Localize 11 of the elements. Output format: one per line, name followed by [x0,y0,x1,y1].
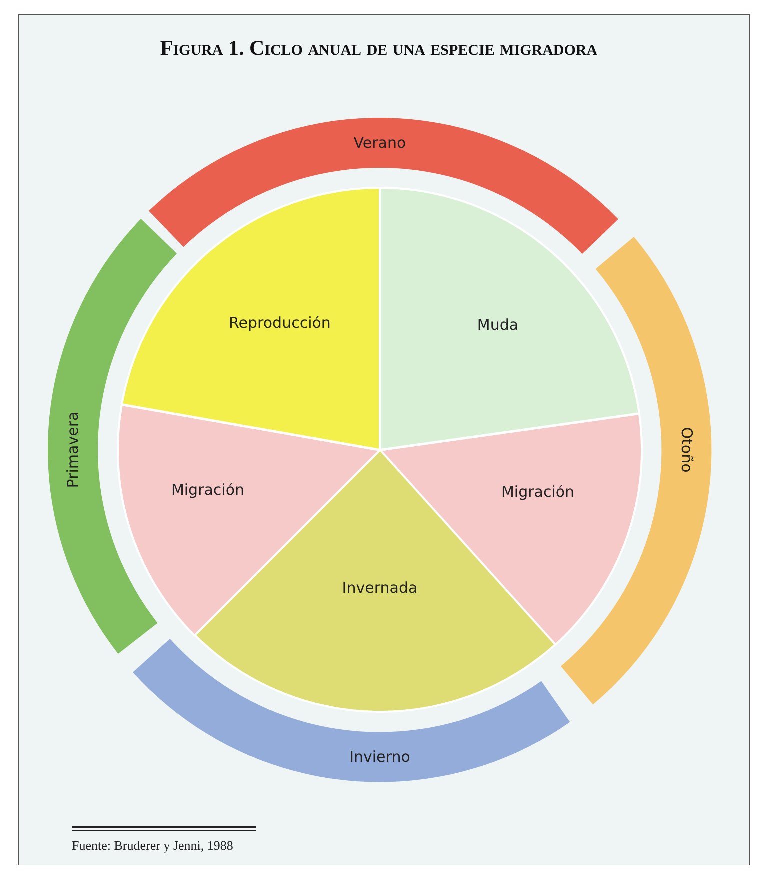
season-label: Verano [354,134,406,152]
season-label: Primavera [64,412,82,488]
season-label: Otoño [678,427,696,473]
phase-label: Migración [171,480,245,499]
phase-label: Invernada [342,579,418,597]
phase-label: Muda [477,316,519,334]
source-caption: Fuente: Bruderer y Jenni, 1988 [72,838,234,854]
phase-label: Reproducción [229,314,331,332]
season-label: Invierno [350,748,410,766]
figure-title: Figura 1. Ciclo anual de una especie migradora [159,36,599,61]
phase-label: Migración [501,482,575,501]
